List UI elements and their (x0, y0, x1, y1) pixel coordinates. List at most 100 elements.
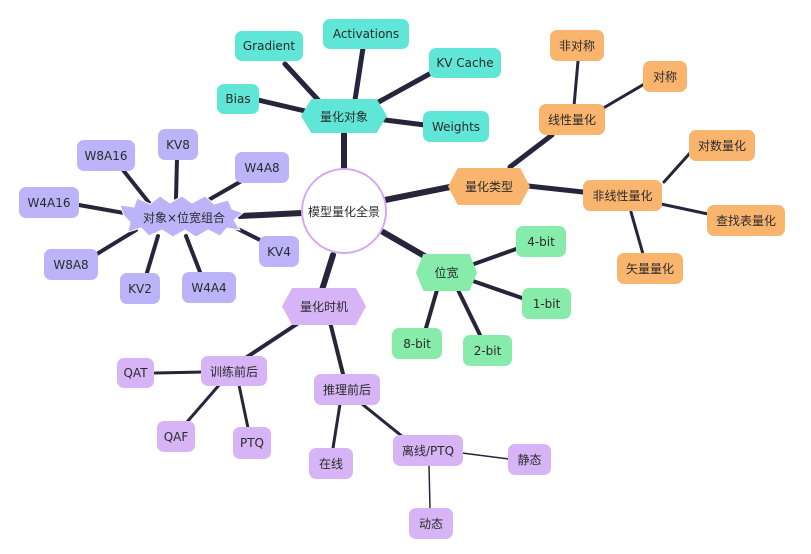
bit-4[interactable]: 4-bit (516, 226, 566, 257)
edge-combo-w4a4 (184, 234, 202, 274)
type-linear-label: 线性量化 (547, 113, 596, 127)
edge-center-types (382, 183, 458, 203)
edge-combo-w8a8 (90, 228, 138, 259)
edge-bit-1 (468, 278, 524, 300)
combos-node[interactable]: 对象×位宽组合 (124, 203, 244, 231)
bitwidth-node[interactable]: 位宽 (416, 254, 477, 291)
type-log[interactable]: 对数量化 (689, 130, 755, 161)
edge-bit-2 (456, 288, 483, 339)
timing-inference[interactable]: 推理前后 (314, 374, 380, 405)
timing-node[interactable]: 量化时机 (282, 288, 366, 325)
type-vq[interactable]: 矢量量化 (617, 253, 683, 284)
types-label: 量化类型 (464, 180, 513, 194)
combo-w4a4-label: W4A4 (191, 280, 227, 295)
combo-w4a16-label: W4A16 (27, 195, 71, 210)
training-qat[interactable]: QAT (117, 358, 154, 388)
combo-w8a8[interactable]: W8A8 (44, 249, 98, 280)
bit-1[interactable]: 1-bit (522, 288, 571, 319)
offline-dynamic-label: 动态 (418, 517, 443, 531)
training-ptq[interactable]: PTQ (233, 427, 271, 459)
type-nonlinear[interactable]: 非线性量化 (583, 180, 662, 211)
bit-2[interactable]: 2-bit (463, 335, 512, 366)
edge-inference-offline (360, 402, 405, 439)
edge-center-combos (237, 210, 305, 219)
edge-nonlinear-log (662, 151, 692, 184)
edge-combo-w4a8 (203, 177, 247, 204)
type-symmetric-label: 对称 (652, 70, 677, 84)
targets-label: 量化对象 (319, 109, 368, 124)
combo-w4a4[interactable]: W4A4 (182, 272, 236, 303)
edge-combo-w8a16 (121, 168, 152, 206)
edge-center-bitwidth (380, 229, 431, 261)
types-node[interactable]: 量化类型 (448, 168, 530, 205)
edge-offline-dynamic (428, 464, 431, 509)
edge-center-timing (319, 252, 336, 293)
target-gradient[interactable]: Gradient (235, 31, 303, 61)
edge-timing-training (245, 320, 302, 359)
type-vq-label: 矢量量化 (625, 262, 674, 276)
target-gradient-label: Gradient (242, 39, 296, 53)
edge-targets-kvcache (372, 69, 436, 107)
combo-w8a16[interactable]: W8A16 (77, 140, 135, 171)
edge-inference-online (331, 402, 342, 450)
targets-node[interactable]: 量化对象 (301, 99, 387, 133)
type-lut[interactable]: 查找表量化 (707, 205, 785, 236)
timing-training[interactable]: 训练前后 (201, 356, 267, 386)
target-kvcache-label: KV Cache (436, 56, 494, 70)
edge-offline-static (461, 452, 510, 460)
type-lut-label: 查找表量化 (715, 214, 776, 228)
type-linear[interactable]: 线性量化 (539, 104, 605, 135)
combo-kv8[interactable]: KV8 (158, 129, 198, 160)
type-asymmetric[interactable]: 非对称 (550, 30, 604, 61)
offline-static[interactable]: 静态 (508, 444, 551, 475)
training-qaf[interactable]: QAF (157, 421, 195, 452)
target-kvcache[interactable]: KV Cache (429, 48, 501, 78)
combo-w4a8[interactable]: W4A8 (235, 152, 289, 183)
edge-combo-kv8 (174, 157, 179, 200)
offline-static-label: 静态 (517, 453, 542, 467)
combo-kv4[interactable]: KV4 (259, 236, 299, 267)
target-activations-label: Activations (332, 27, 400, 41)
edge-linear-asym (572, 59, 580, 108)
inference-online-label: 在线 (318, 457, 343, 471)
timing-training-label: 训练前后 (209, 364, 258, 379)
edge-targets-activations (352, 45, 366, 103)
target-activations[interactable]: Activations (323, 19, 409, 49)
type-symmetric[interactable]: 对称 (643, 61, 687, 92)
target-weights-label: Weights (431, 119, 481, 134)
type-asymmetric-label: 非对称 (558, 39, 595, 53)
training-qat-label: QAT (123, 366, 148, 380)
edge-nonlinear-vq (629, 210, 645, 256)
combo-w4a16[interactable]: W4A16 (19, 187, 79, 218)
edge-bit-8 (424, 288, 439, 330)
training-qaf-label: QAF (163, 429, 189, 444)
edge-types-nonlinear (525, 183, 586, 195)
type-nonlinear-label: 非线性量化 (592, 189, 653, 203)
edge-bit-4 (472, 246, 521, 266)
target-weights[interactable]: Weights (423, 111, 489, 142)
bit-8[interactable]: 8-bit (392, 328, 442, 359)
edge-training-qat (153, 370, 206, 375)
type-log-label: 对数量化 (697, 139, 746, 153)
edge-types-linear (507, 132, 555, 170)
center-node[interactable]: 模型量化全景 (301, 168, 387, 254)
timing-inference-label: 推理前后 (322, 383, 371, 397)
combo-w8a16-label: W8A16 (84, 148, 128, 163)
target-bias[interactable]: Bias (217, 84, 259, 114)
inference-online[interactable]: 在线 (309, 448, 353, 479)
combo-kv8-label: KV8 (166, 137, 190, 152)
edge-combo-kv2 (144, 234, 160, 278)
edge-linear-sym (598, 81, 648, 112)
edge-training-ptq (237, 383, 250, 430)
inference-offline[interactable]: 离线/PTQ (393, 435, 463, 466)
bit-4-label: 4-bit (527, 234, 555, 249)
edge-training-qaf (185, 382, 222, 424)
timing-label: 量化时机 (299, 300, 348, 314)
bit-1-label: 1-bit (532, 296, 561, 311)
bit-8-label: 8-bit (403, 336, 431, 351)
combo-kv2[interactable]: KV2 (120, 273, 160, 304)
offline-dynamic[interactable]: 动态 (409, 508, 453, 539)
edge-targets-bias (255, 97, 308, 114)
edge-timing-inference (328, 320, 345, 376)
